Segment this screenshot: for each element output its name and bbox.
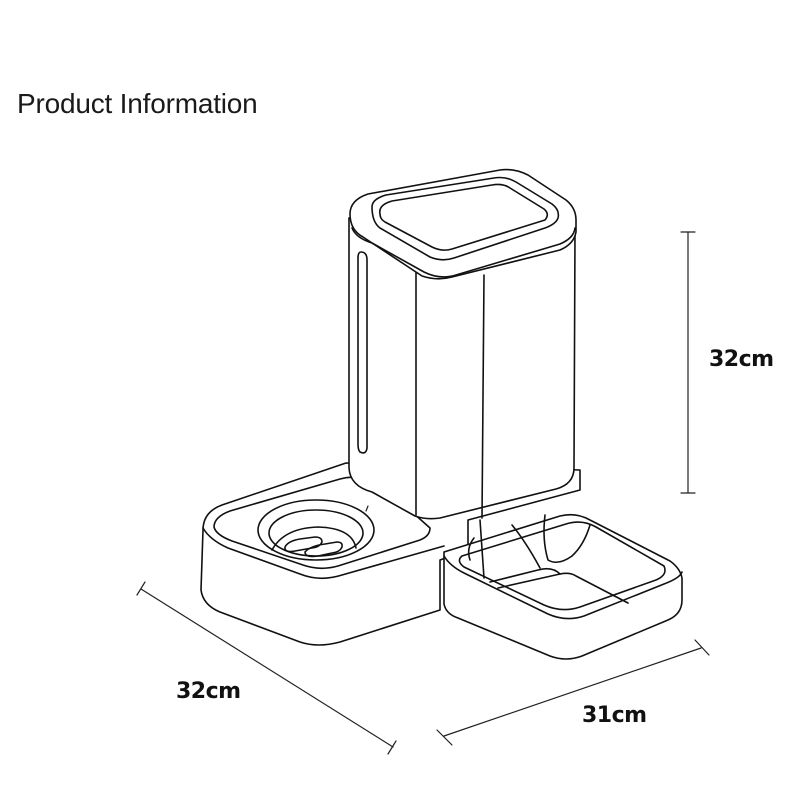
height-dimension-label: 32cm <box>709 347 774 372</box>
base-tray <box>200 462 581 646</box>
dimension-height-line <box>680 231 696 494</box>
page-title: Product Information <box>17 88 258 119</box>
food-tank <box>348 168 577 520</box>
dimension-width-line <box>436 639 710 746</box>
water-bowl <box>257 499 375 561</box>
width-dimension-label: 31cm <box>582 703 647 728</box>
food-bowl <box>443 513 683 660</box>
dimension-depth-line <box>136 581 397 755</box>
depth-dimension-label: 32cm <box>176 679 241 704</box>
